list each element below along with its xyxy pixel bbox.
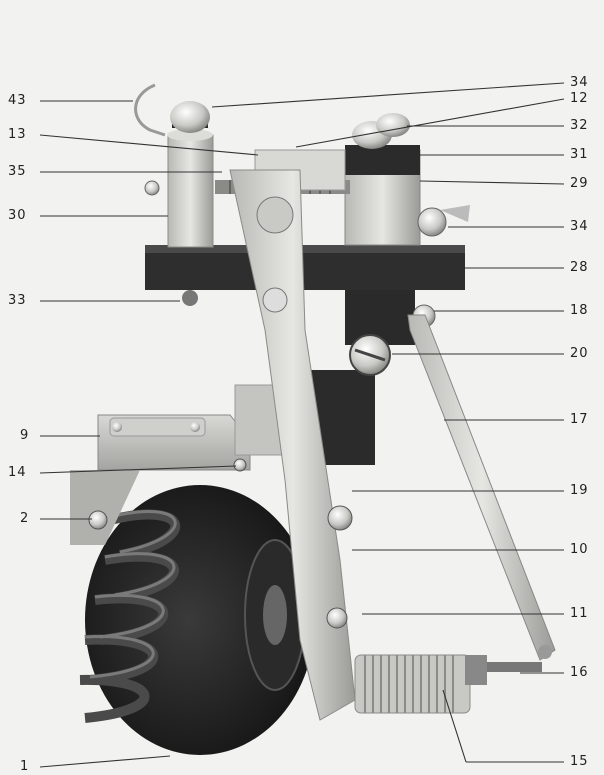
label-34-right: 34 (570, 219, 589, 234)
label-15: 15 (570, 754, 589, 769)
label-10: 10 (570, 542, 589, 557)
label-28: 28 (570, 260, 589, 275)
label-30: 30 (8, 208, 27, 223)
label-43: 43 (8, 93, 27, 108)
lever-arm (229, 169, 356, 721)
label-34-top: 34 (570, 75, 589, 90)
mounting-bracket (70, 414, 251, 545)
contact-pillar (144, 101, 214, 306)
label-16: 16 (570, 665, 589, 680)
label-9: 9 (20, 428, 30, 443)
label-33: 33 (8, 293, 27, 308)
label-17: 17 (570, 412, 589, 427)
label-31: 31 (570, 147, 589, 162)
label-14: 14 (8, 465, 27, 480)
leader-lines (39, 82, 565, 768)
label-2: 2 (20, 511, 30, 526)
label-12: 12 (570, 91, 589, 106)
tension-spring (354, 654, 542, 714)
label-19: 19 (570, 483, 589, 498)
label-13: 13 (8, 127, 27, 142)
label-29: 29 (570, 176, 589, 191)
label-20: 20 (570, 346, 589, 361)
label-35: 35 (8, 164, 27, 179)
hook-pin (233, 458, 247, 472)
pull-rod (407, 314, 556, 661)
label-1: 1 (20, 759, 30, 774)
label-11: 11 (570, 606, 589, 621)
wire-hook (134, 83, 166, 137)
label-18: 18 (570, 303, 589, 318)
label-32: 32 (570, 118, 589, 133)
base-plate (145, 245, 465, 290)
